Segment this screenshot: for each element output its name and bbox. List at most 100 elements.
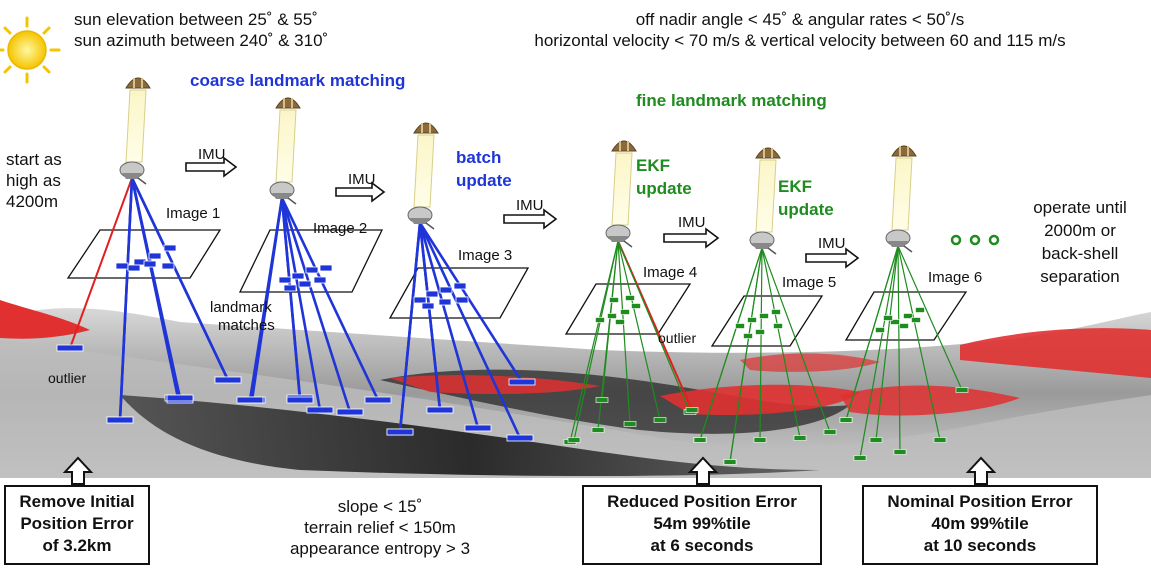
- parachute-cone: [755, 159, 777, 233]
- up-arrow-icon: [965, 456, 997, 485]
- landmark-marker: [286, 396, 314, 404]
- landmark-marker: [591, 427, 605, 433]
- ekf-update-label-1: EKF: [636, 156, 670, 175]
- imu-label: IMU: [198, 146, 226, 163]
- landmark-marker: [911, 317, 921, 323]
- match-ray: [897, 245, 901, 453]
- landmark-marker: [903, 313, 913, 319]
- image-label-5: Image 5: [782, 274, 837, 291]
- landmark-marker: [595, 317, 605, 323]
- image-label-1: Image 1: [166, 205, 221, 222]
- match-ray: [398, 222, 422, 433]
- landmark-marker: [298, 280, 312, 288]
- match-ray: [897, 245, 941, 441]
- result-line: at 10 seconds: [923, 536, 1037, 555]
- landmark-marker: [875, 327, 885, 333]
- start-note-line: start as: [6, 150, 62, 169]
- parachute-icon: [891, 145, 917, 231]
- match-ray: [875, 245, 899, 441]
- lander-leg: [623, 240, 633, 248]
- landmark-marker: [508, 378, 536, 386]
- landmark-marker: [439, 286, 453, 294]
- result-line: 54m 99%tile: [653, 514, 751, 533]
- landmark-matches-label: matches: [218, 317, 275, 334]
- up-arrow-icon: [62, 456, 94, 485]
- match-ray: [418, 222, 480, 429]
- match-ray: [280, 197, 352, 413]
- up-arrow-icon: [687, 456, 719, 485]
- match-ray: [617, 240, 631, 425]
- landmark-marker: [890, 319, 900, 325]
- lander-heatshield: [410, 218, 430, 224]
- result-box-initial: Remove Initial Position Error of 3.2km: [4, 485, 150, 565]
- parachute-icon: [413, 122, 439, 208]
- imu-label: IMU: [348, 171, 376, 188]
- parachute-canopy: [611, 140, 637, 152]
- match-ray: [130, 177, 182, 399]
- match-ray: [118, 177, 134, 421]
- landmark-marker: [607, 313, 617, 319]
- match-ray: [761, 247, 831, 433]
- landmark-marker: [313, 276, 327, 284]
- imu-arrow-icon: [503, 208, 558, 230]
- lander-leg: [137, 177, 147, 185]
- landmark-marker: [595, 397, 609, 403]
- landmark-marker: [455, 296, 469, 304]
- landmark-marker: [386, 428, 414, 436]
- imu-arrow-icon: [335, 181, 386, 203]
- match-ray: [617, 240, 691, 413]
- parachute-icon: [125, 77, 151, 163]
- landmark-marker: [893, 449, 907, 455]
- match-ray: [729, 247, 763, 463]
- parachute-canopy: [275, 97, 301, 109]
- lander-leg: [287, 197, 297, 205]
- landmark-marker: [278, 276, 292, 284]
- landmark-marker: [693, 437, 707, 443]
- imu-label: IMU: [678, 214, 706, 231]
- landmark-marker: [413, 296, 427, 304]
- parachute-canopy: [891, 145, 917, 157]
- outlier-label: outlier: [658, 330, 697, 346]
- hazard-region: [0, 300, 90, 339]
- landmark-marker: [336, 408, 364, 416]
- end-note-line: 2000m or: [1044, 221, 1116, 240]
- landmark-marker: [106, 416, 134, 424]
- landmark-marker: [148, 252, 162, 260]
- imu-arrow-icon: [805, 247, 860, 269]
- match-ray: [280, 197, 302, 401]
- landmark-marker: [933, 437, 947, 443]
- image-frame: [388, 267, 530, 319]
- landmark-marker: [685, 407, 699, 413]
- terrain-condition: slope < 15˚: [337, 497, 423, 516]
- landmark-marker: [426, 406, 454, 414]
- landmark-marker: [823, 429, 837, 435]
- lander-heatshield: [272, 193, 292, 199]
- landmark-marker: [620, 309, 630, 315]
- batch-update-label-1: batch: [456, 148, 502, 167]
- image-label-3: Image 3: [458, 247, 513, 264]
- parachute-cone: [125, 89, 147, 163]
- result-line: Remove Initial: [19, 492, 135, 511]
- landmark-marker: [425, 290, 439, 298]
- landmark-marker: [743, 333, 753, 339]
- landmark-marker: [283, 284, 297, 292]
- landmark-marker: [143, 260, 157, 268]
- parachute-canopy: [755, 147, 781, 159]
- result-line: 40m 99%tile: [931, 514, 1029, 533]
- landmark-marker: [464, 424, 492, 432]
- landmark-marker: [214, 376, 242, 384]
- landmark-marker: [161, 262, 175, 270]
- landmark-marker: [793, 435, 807, 441]
- ellipsis-icon: [950, 234, 1000, 246]
- lander-heatshield: [122, 173, 142, 179]
- landmark-marker: [609, 297, 619, 303]
- parachute-cone: [275, 109, 297, 183]
- end-note-line: separation: [1040, 267, 1120, 286]
- match-ray: [859, 245, 899, 459]
- terrain-condition: appearance entropy > 3: [289, 539, 471, 558]
- match-ray: [573, 240, 619, 441]
- match-ray: [761, 247, 801, 439]
- match-ray: [418, 222, 442, 411]
- landmark-marker: [115, 262, 129, 270]
- landmark-marker: [421, 302, 435, 310]
